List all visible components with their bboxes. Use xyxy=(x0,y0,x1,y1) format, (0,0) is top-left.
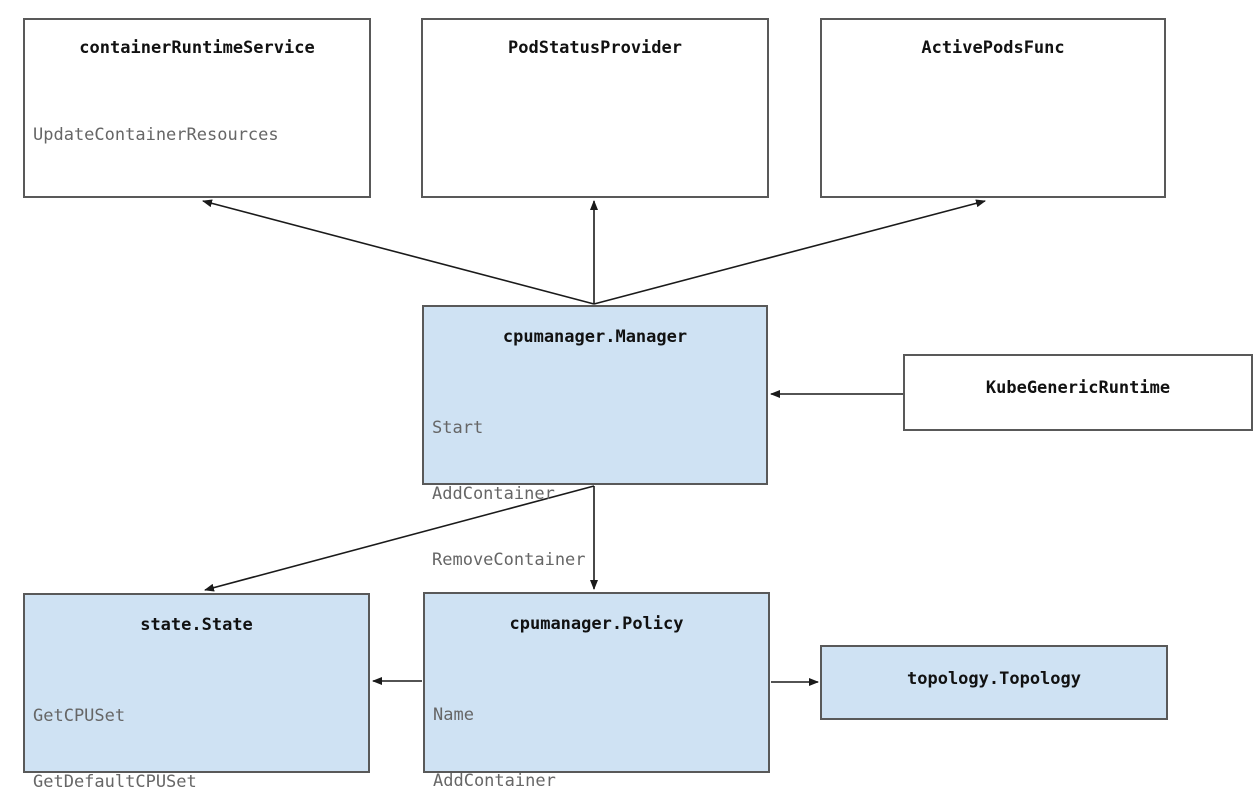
node-method: RemoveContainer xyxy=(432,550,586,570)
node-pod-status-provider[interactable]: PodStatusProvider xyxy=(421,18,769,198)
node-method-list: UpdateContainerResources xyxy=(33,80,369,190)
edge-manager-to-containerruntimeservice xyxy=(202,199,595,305)
node-method: GetCPUSet xyxy=(33,706,126,726)
node-kube-generic-runtime[interactable]: KubeGenericRuntime xyxy=(903,354,1253,431)
node-title: PodStatusProvider xyxy=(508,38,682,58)
node-cpumanager-policy[interactable]: cpumanager.Policy Name AddContainer Remo… xyxy=(423,592,770,788)
node-title: containerRuntimeService xyxy=(79,38,315,58)
node-title: ActivePodsFunc xyxy=(921,38,1065,58)
node-topology-topology[interactable]: topology.Topology xyxy=(820,645,1168,720)
node-method-list: GetCPUSet GetDefaultCPUSet SetCPUSet Set… xyxy=(33,661,368,788)
node-title: KubeGenericRuntime xyxy=(985,378,1171,398)
node-method: AddContainer xyxy=(432,484,555,504)
edge-manager-to-activepodsfunc xyxy=(593,199,986,305)
node-method: Name xyxy=(433,705,474,725)
node-title: cpumanager.Policy xyxy=(509,614,684,634)
node-title: state.State xyxy=(140,615,253,635)
node-state-state[interactable]: state.State GetCPUSet GetDefaultCPUSet S… xyxy=(23,593,370,788)
node-cpumanager-manager[interactable]: cpumanager.Manager Start AddContainer Re… xyxy=(422,305,768,636)
node-title: topology.Topology xyxy=(907,669,1081,689)
node-title: cpumanager.Manager xyxy=(502,327,688,347)
node-method: GetDefaultCPUSet xyxy=(33,772,197,788)
node-method: Start xyxy=(432,418,484,438)
node-active-pods-func[interactable]: ActivePodsFunc xyxy=(820,18,1166,198)
node-method: AddContainer xyxy=(433,771,556,788)
node-method-list: Name AddContainer RemoveContainer xyxy=(433,660,768,788)
node-container-runtime-service[interactable]: containerRuntimeService UpdateContainerR… xyxy=(23,18,371,198)
node-method: UpdateContainerResources xyxy=(33,125,279,145)
